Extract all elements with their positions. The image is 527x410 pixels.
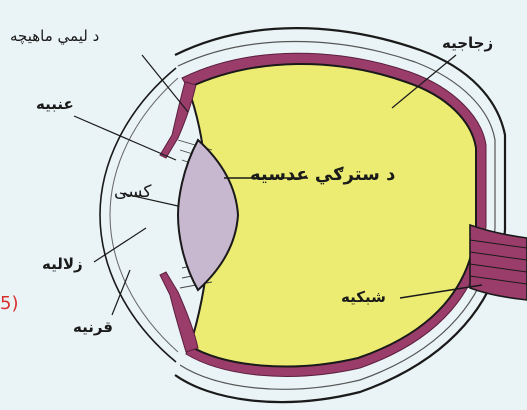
cornea-inner	[110, 78, 178, 352]
leader-cornea	[112, 270, 130, 315]
retina-label: شبکيه	[341, 290, 386, 305]
leader-iris	[74, 116, 176, 160]
leader-ciliary	[142, 55, 188, 112]
optic-nerve	[470, 225, 527, 300]
cornea-label: قرنيه	[73, 320, 113, 335]
figure-number: 5)	[0, 295, 18, 313]
lens-label: د سترګي عدسيه	[250, 166, 395, 184]
vitreous-label: زجاجيه	[442, 36, 493, 51]
ciliary-muscle-label: د ليمي ماهيچه	[10, 29, 99, 44]
aqueous-label: زلاليه	[42, 257, 83, 272]
iris-label: عنبيه	[36, 97, 74, 112]
pupil-label: کسی	[114, 184, 151, 201]
iris-upper	[160, 82, 196, 158]
